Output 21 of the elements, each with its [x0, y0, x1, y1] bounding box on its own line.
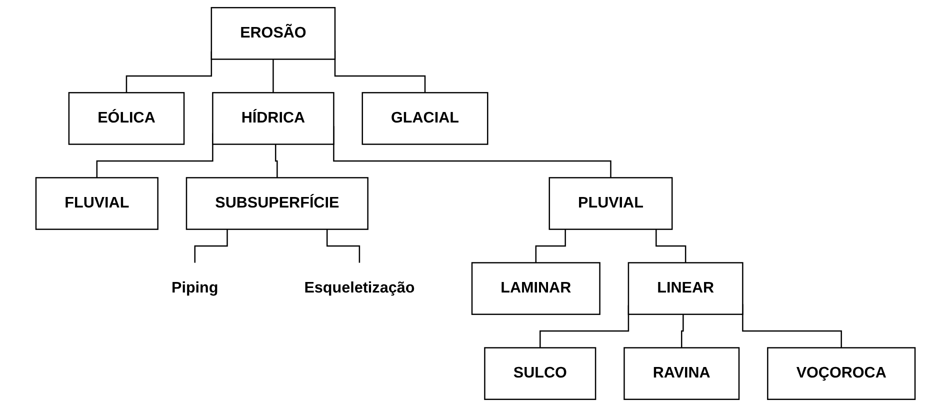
connector	[656, 229, 686, 264]
node-box: EROSÃO	[210, 7, 336, 60]
node-box: VOÇOROCA	[767, 347, 916, 400]
node-box: SUBSUPERFÍCIE	[186, 177, 368, 230]
node-text: Esqueletização	[304, 280, 415, 296]
connector	[272, 59, 274, 94]
node-text: Piping	[172, 280, 218, 296]
connector	[274, 144, 278, 178]
connector	[680, 314, 684, 348]
node-box: PLUVIAL	[548, 177, 673, 230]
node-box: HÍDRICA	[212, 92, 334, 145]
node-box: LAMINAR	[471, 262, 600, 315]
node-box: EÓLICA	[68, 92, 185, 145]
connector	[194, 229, 228, 264]
node-box: SULCO	[484, 347, 596, 400]
node-box: LINEAR	[628, 262, 744, 315]
node-box: FLUVIAL	[35, 177, 158, 230]
connector	[326, 229, 360, 264]
node-box: RAVINA	[624, 347, 740, 400]
node-box: GLACIAL	[362, 92, 488, 145]
connector	[535, 229, 566, 264]
